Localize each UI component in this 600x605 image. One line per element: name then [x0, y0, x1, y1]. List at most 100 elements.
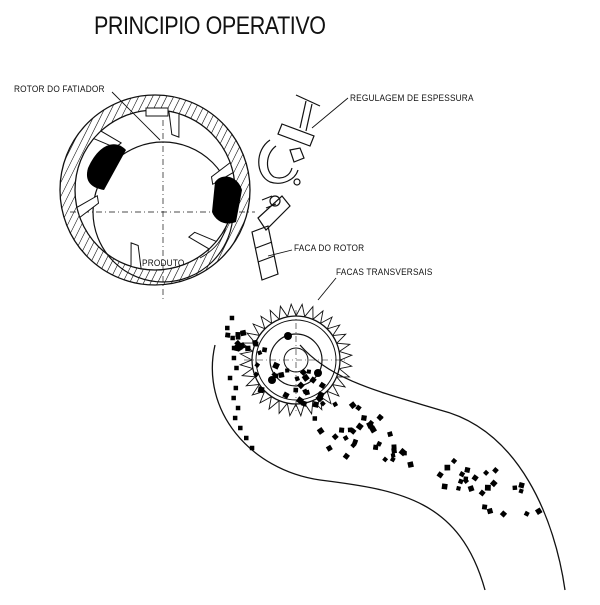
sliced-piece [407, 461, 414, 468]
sliced-piece [342, 452, 350, 460]
sliced-piece [483, 469, 490, 476]
knife-tooth [339, 350, 354, 361]
sliced-piece [355, 422, 364, 431]
sliced-piece [261, 347, 268, 353]
sliced-piece [294, 375, 300, 382]
rotor-paddle [210, 161, 234, 186]
sliced-piece [489, 479, 498, 488]
knife-tooth [295, 303, 306, 317]
sliced-piece [450, 457, 458, 465]
sliced-piece [227, 375, 233, 381]
knife-tooth [336, 342, 352, 352]
sliced-piece [464, 466, 471, 474]
sliced-piece [350, 442, 357, 449]
sliced-piece [271, 371, 278, 378]
sliced-piece [458, 471, 466, 478]
sliced-piece [436, 471, 444, 479]
sliced-piece [484, 484, 491, 491]
sliced-piece [278, 371, 285, 379]
rotor-paddle [168, 110, 180, 138]
sliced-piece [312, 401, 320, 408]
sliced-piece [245, 345, 251, 352]
sliced-piece [471, 474, 479, 482]
discharge-chute [211, 344, 566, 591]
rotor-paddle [130, 242, 142, 270]
sliced-piece [316, 427, 325, 435]
product-piece-left [86, 144, 126, 190]
sliced-piece [444, 464, 451, 471]
sliced-piece [225, 325, 230, 331]
sliced-piece [231, 395, 236, 401]
knife-tooth [278, 304, 288, 320]
knife-tooth [326, 324, 341, 336]
knife-tooth [286, 403, 297, 417]
sliced-piece [492, 467, 499, 474]
thickness-adjustment-mechanism [251, 94, 321, 281]
sliced-piece [372, 444, 379, 451]
sliced-piece [301, 373, 310, 382]
label-produto: PRODUTO [142, 258, 185, 268]
sliced-piece [229, 315, 235, 321]
sliced-piece [518, 488, 524, 494]
sliced-piece [390, 453, 396, 458]
knife-tooth [326, 384, 340, 397]
sliced-piece [391, 444, 397, 450]
knife-tooth [320, 316, 333, 330]
sliced-piece [349, 427, 357, 435]
sliced-piece [462, 477, 470, 484]
knife-tooth [278, 400, 288, 415]
label-faca-do-rotor: FACA DO ROTOR [294, 243, 365, 253]
sliced-piece [332, 401, 339, 408]
knife-tooth [339, 359, 353, 370]
sliced-piece [402, 451, 407, 456]
sliced-piece [224, 332, 231, 338]
sliced-piece [318, 381, 326, 390]
sliced-piece [257, 350, 263, 356]
sliced-piece [249, 445, 255, 451]
sliced-piece [299, 368, 308, 377]
sliced-piece [382, 456, 389, 463]
sliced-piece [253, 341, 259, 347]
sliced-piece [304, 389, 310, 396]
sliced-piece [293, 387, 299, 393]
sliced-piece [348, 401, 357, 410]
sliced-piece [518, 481, 525, 489]
sliced-piece [300, 400, 308, 407]
knife-tooth [239, 350, 253, 361]
sliced-piece [234, 365, 239, 371]
slicer-rotor [70, 110, 255, 300]
sliced-piece [523, 510, 530, 517]
knife-tooth [295, 403, 306, 418]
sliced-piece [512, 485, 518, 491]
knife-tooth [252, 323, 266, 336]
sliced-piece [319, 400, 326, 407]
sliced-piece [285, 368, 290, 373]
sliced-piece [481, 504, 488, 510]
sliced-piece [231, 345, 237, 351]
sliced-piece [376, 413, 384, 421]
product-piece-right [212, 176, 242, 224]
sliced-piece [315, 394, 324, 403]
knife-tooth [240, 368, 256, 378]
sliced-piece [257, 386, 265, 394]
knife-tooth [260, 315, 272, 330]
label-facas-transversais: FACAS TRANSVERSAIS [336, 267, 433, 277]
sliced-piece [360, 414, 367, 421]
sliced-piece [338, 427, 345, 433]
sliced-piece [486, 507, 494, 515]
sliced-piece [456, 485, 462, 491]
label-rotor-do-fatiador: ROTOR DO FATIADOR [14, 84, 105, 94]
knife-tooth [259, 390, 272, 404]
sliced-piece [238, 425, 243, 431]
sliced-piece [478, 489, 486, 497]
sliced-piece [232, 415, 238, 421]
sliced-piece [282, 391, 290, 399]
sliced-piece [457, 478, 464, 485]
sliced-piece [342, 434, 349, 441]
sliced-piece [240, 329, 247, 337]
sliced-piece [297, 381, 305, 390]
sliced-piece [331, 433, 339, 441]
sliced-piece [369, 425, 378, 434]
sliced-piece [234, 339, 242, 347]
